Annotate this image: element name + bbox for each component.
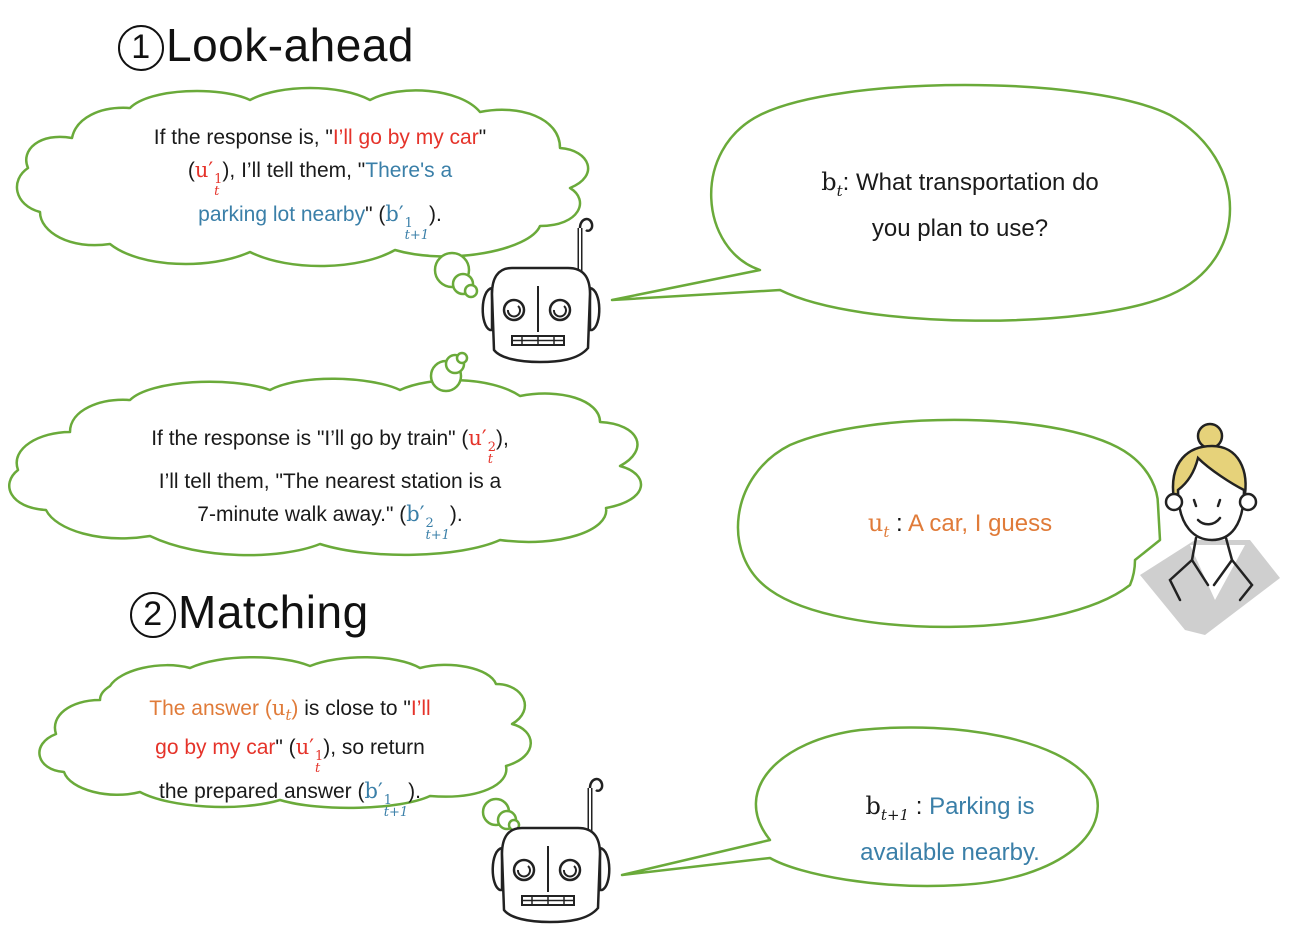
sym: u′ [468,426,487,450]
thought-cloud-matching [38,656,532,810]
text: you plan to use? [871,214,1049,242]
sym: b [821,168,837,196]
text: ). [429,203,442,226]
text: " ( [275,736,296,760]
text: ), I’ll tell them, " [222,159,366,182]
sym: u′ [194,158,214,182]
text: If the response is, " [153,126,333,149]
sub: t+1 [404,228,429,243]
user-answer-text: ut : A car, I guess [760,505,1160,551]
text: 7-minute walk away." ( [197,503,407,526]
sym: b′ [406,502,425,526]
sym: b′ [364,779,383,804]
heading-label: Matching [178,586,369,638]
thought-text-car: If the response is, "I’ll go by my car " … [153,126,487,243]
text: " [478,126,487,149]
sub: t [285,706,292,725]
heading-label: Look-ahead [166,19,414,71]
sym: u [867,509,884,537]
bot-answer-text: bt+1 : Parking is available nearby. [790,788,1110,871]
predicted-user-utterance: I’ll go by my car [332,126,479,149]
sup: 2 [425,516,434,531]
thought-text-matching: The answer (ut) is close to "I’ll go by … [100,692,480,819]
step-number-badge: 1 [118,25,164,71]
sub: t+1 [880,805,910,824]
sub: t+1 [383,805,409,821]
sub: t+1 [425,528,450,543]
text: available nearby. [860,838,1040,866]
b-t-plus-1-symbol: bt+1 [865,792,910,824]
b-t-symbol: bt [821,168,842,200]
u-t-symbol: ut [867,509,890,541]
text: ), [495,427,509,450]
predicted-user-utterance: go by my car [155,736,276,760]
woman-user-icon [1140,422,1280,635]
text: " ( [365,203,386,226]
sub: t [883,522,890,541]
speech-bubble-bot-question [610,83,1232,322]
sub: t [487,452,493,467]
text: ), so return [323,736,425,760]
u-t-symbol: ut [271,696,292,724]
text: ). [408,780,421,804]
sym: b′ [385,202,404,226]
predicted-user-utterance: I’ll [410,697,431,720]
text: the prepared answer ( [159,780,365,804]
sup: 1 [404,216,413,231]
separator: : [889,510,909,537]
robot-icon-bottom [493,779,610,922]
sym: b [865,792,881,820]
sub: t [836,181,843,200]
text: Parking is [929,793,1035,820]
separator: : [909,793,930,820]
sub: t [314,761,321,777]
text: ). [449,503,463,526]
speech-bubble-bot-answer [620,726,1099,888]
sup: 1 [314,749,324,765]
thought-cloud-car [15,86,590,268]
thought-cloud-train [8,377,643,557]
sup: 1 [214,172,223,187]
sym: u′ [295,735,314,760]
sym: u [271,696,286,720]
prepared-bot-reply: parking lot nearby [198,203,366,226]
thought-text-train: If the response is "I’ll go by train" (u… [95,422,565,542]
text: ) [291,697,299,720]
speech-bubble-user-answer [736,418,1162,629]
bot-question-text: bt: What transportation do you plan to u… [740,164,1180,247]
text: is close to " [298,697,411,720]
sup: 2 [487,440,496,455]
text: A car, I guess [908,510,1053,537]
prepared-bot-reply: There's a [365,159,453,182]
sup: 1 [383,793,392,809]
text: : What transportation do [842,169,1099,196]
sub: t [214,184,220,199]
text: I’ll tell them, "The nearest station is … [158,470,502,493]
text: If the response is "I’ll go by train" ( [151,427,469,450]
step-number-badge: 2 [130,592,176,638]
text: The answer ( [149,697,272,720]
